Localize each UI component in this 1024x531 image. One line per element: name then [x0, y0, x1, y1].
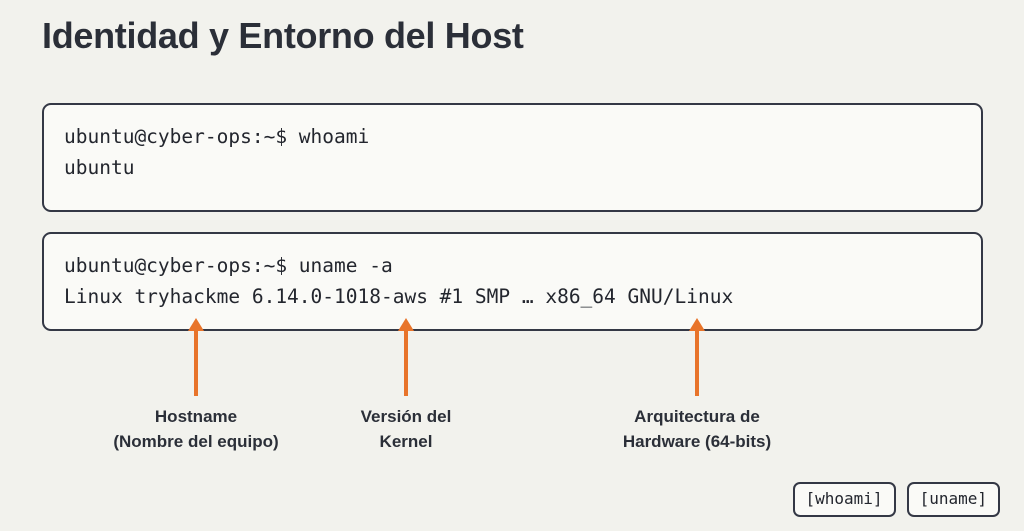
- annotation-line-1: Versión del: [360, 407, 452, 426]
- terminal-line: ubuntu@cyber-ops:~$ uname -a: [64, 254, 393, 277]
- annotation-line-2: Kernel: [379, 432, 433, 451]
- tag-uname[interactable]: [uname]: [906, 482, 1000, 517]
- architecture-annotation-label: Arquitectura de Hardware (64-bits): [623, 404, 771, 454]
- annotation-line-1: Arquitectura de: [634, 407, 760, 426]
- up-arrow-icon: [397, 318, 415, 396]
- page-title: Identidad y Entorno del Host: [42, 15, 524, 56]
- command-tag-row: [whoami] [uname]: [792, 482, 1000, 517]
- tag-whoami[interactable]: [whoami]: [792, 482, 896, 517]
- annotation-line-2: Hardware (64-bits): [622, 432, 772, 451]
- annotation-line-1: Hostname: [154, 407, 238, 426]
- up-arrow-icon: [688, 318, 706, 396]
- uname-terminal-box: ubuntu@cyber-ops:~$ uname -a Linux tryha…: [42, 232, 983, 331]
- terminal-line: Linux tryhackme 6.14.0-1018-aws #1 SMP ……: [64, 285, 734, 308]
- terminal-line: ubuntu@cyber-ops:~$ whoami: [64, 125, 370, 148]
- whoami-terminal-box: ubuntu@cyber-ops:~$ whoami ubuntu: [42, 103, 983, 212]
- annotation-line-2: (Nombre del equipo): [113, 432, 279, 451]
- hostname-annotation-label: Hostname (Nombre del equipo): [113, 404, 278, 454]
- terminal-line: ubuntu: [64, 156, 135, 179]
- up-arrow-icon: [187, 318, 205, 396]
- kernel-version-annotation-label: Versión del Kernel: [361, 404, 452, 454]
